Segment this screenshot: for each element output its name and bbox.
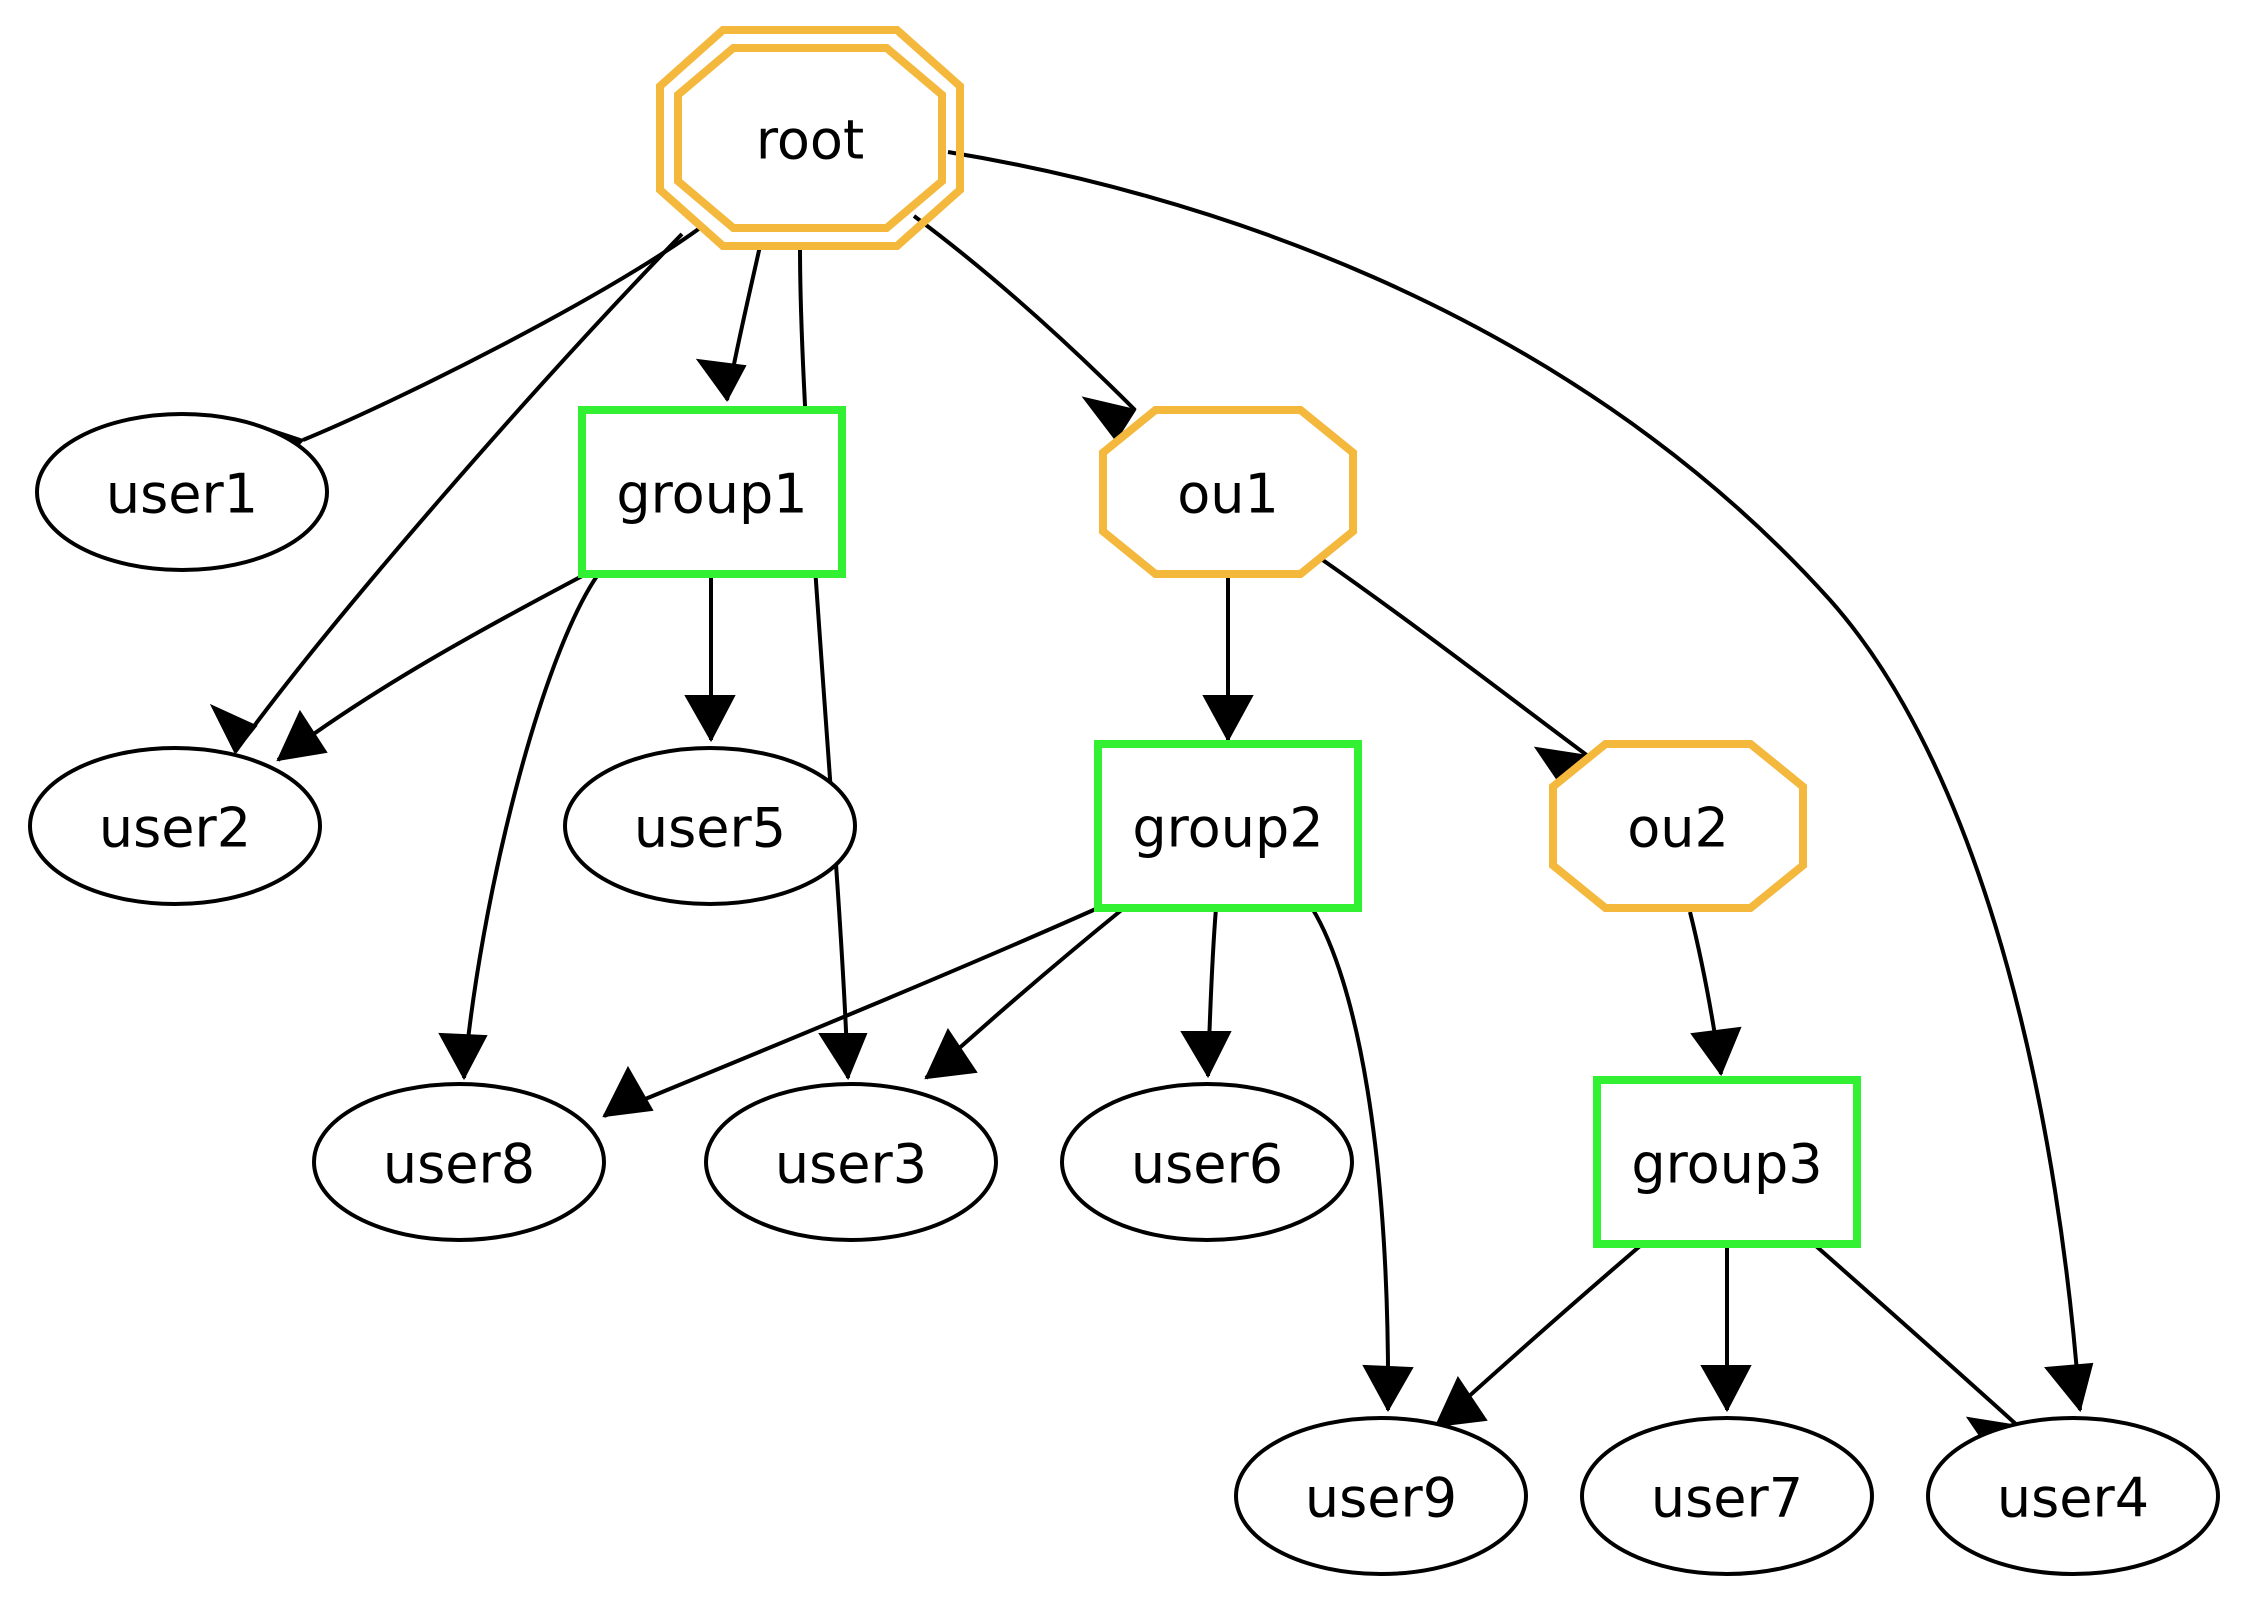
node-label-user3: user3 [775, 1133, 927, 1196]
node-label-group1: group1 [616, 463, 807, 526]
node-shape-octagon[interactable] [1549, 740, 1807, 912]
node-label-group3: group3 [1631, 1133, 1822, 1196]
node-user2[interactable]: user2 [28, 746, 322, 906]
edge-root-to-user4 [947, 150, 2094, 1413]
edge-root-to-user2 [209, 232, 684, 754]
node-shape-ellipse[interactable] [312, 1082, 606, 1242]
node-shape-ellipse[interactable] [35, 412, 329, 572]
node-shape-ellipse[interactable] [563, 746, 857, 906]
edge-line [798, 247, 850, 1079]
edge-line [233, 232, 684, 754]
edge-line [1814, 1244, 2020, 1428]
node-group3[interactable]: group3 [1593, 1076, 1861, 1248]
node-label-root: root [756, 109, 864, 172]
node-shape-ellipse[interactable] [704, 1082, 998, 1242]
edge-ou2-to-group3 [1688, 911, 1742, 1077]
node-shape-box[interactable] [1094, 740, 1362, 912]
edge-line [276, 572, 587, 762]
node-label-user2: user2 [99, 797, 251, 860]
arrowhead-icon [1081, 396, 1137, 442]
node-label-user6: user6 [1131, 1133, 1283, 1196]
edge-group1-to-user2 [276, 572, 587, 762]
nodes-layer: root user1 group1 ou1 user2 user5 group2 ou2 use… [28, 26, 2220, 1576]
arrowhead-icon [818, 1033, 868, 1081]
edge-line [912, 214, 1137, 412]
node-user7[interactable]: user7 [1580, 1416, 1874, 1576]
node-ou1[interactable]: ou1 [1099, 406, 1357, 578]
arrowhead-icon [1700, 1365, 1752, 1413]
node-label-ou2: ou2 [1627, 797, 1729, 860]
edge-root-to-ou1 [912, 214, 1137, 442]
arrowhead-icon [1180, 1031, 1232, 1079]
node-shape-box[interactable] [578, 406, 846, 578]
edge-group1-to-user8 [438, 574, 599, 1081]
arrowhead-icon [2044, 1362, 2094, 1413]
edge-group3-to-user9 [1434, 1244, 1642, 1428]
node-user5[interactable]: user5 [563, 746, 857, 906]
edge-root-to-user3 [798, 247, 868, 1081]
node-user4[interactable]: user4 [1926, 1416, 2220, 1576]
edge-line [603, 906, 1099, 1118]
edge-line [1310, 906, 1391, 1411]
node-shape-ellipse[interactable] [1926, 1416, 2220, 1576]
node-shape-octagon[interactable] [1099, 406, 1357, 578]
edge-group2-to-user3 [924, 906, 1126, 1080]
node-group2[interactable]: group2 [1094, 740, 1362, 912]
node-shape-ellipse[interactable] [1060, 1082, 1354, 1242]
arrowhead-icon [1690, 1026, 1742, 1077]
arrowhead-icon [924, 1027, 978, 1080]
arrowhead-icon [276, 709, 328, 762]
edge-line [1315, 554, 1590, 758]
edge-group3-to-user4 [1814, 1244, 2020, 1464]
node-shape-octagon-outer [656, 26, 964, 250]
arrowhead-icon [1434, 1375, 1488, 1428]
edge-group2-to-user8 [602, 906, 1099, 1118]
node-user3[interactable]: user3 [704, 1082, 998, 1242]
edge-group1-to-user5 [684, 578, 736, 743]
node-root[interactable]: root [656, 26, 964, 250]
node-shape-box[interactable] [1593, 1076, 1861, 1248]
edge-line [302, 226, 702, 442]
arrowhead-icon [1362, 1364, 1414, 1413]
arrowhead-icon [438, 1032, 488, 1081]
edge-line [947, 150, 2082, 1411]
edges-layer [209, 150, 2094, 1464]
node-label-user1: user1 [106, 463, 258, 526]
node-label-group2: group2 [1132, 797, 1323, 860]
edge-group3-to-user7 [1700, 1248, 1752, 1413]
node-shape-octagon-inner[interactable] [674, 44, 946, 232]
edge-root-to-group1 [695, 245, 762, 402]
node-shape-ellipse[interactable] [1580, 1416, 1874, 1576]
node-ou2[interactable]: ou2 [1549, 740, 1807, 912]
node-user8[interactable]: user8 [312, 1082, 606, 1242]
edge-ou1-to-group2 [1202, 577, 1254, 743]
edge-line [462, 574, 599, 1079]
node-label-user8: user8 [383, 1133, 535, 1196]
arrowhead-icon [209, 703, 258, 754]
node-shape-ellipse[interactable] [1234, 1416, 1528, 1576]
arrowhead-icon [602, 1065, 654, 1118]
node-user6[interactable]: user6 [1060, 1082, 1354, 1242]
arrowhead-icon [695, 358, 747, 402]
node-label-user7: user7 [1651, 1467, 1803, 1530]
edge-group2-to-user6 [1180, 907, 1232, 1079]
node-label-user4: user4 [1997, 1467, 2149, 1530]
node-user9[interactable]: user9 [1234, 1416, 1528, 1576]
node-label-ou1: ou1 [1177, 463, 1279, 526]
node-label-user9: user9 [1305, 1467, 1457, 1530]
node-shape-ellipse[interactable] [28, 746, 322, 906]
arrowhead-icon [684, 695, 736, 743]
node-group1[interactable]: group1 [578, 406, 846, 578]
arrowhead-icon [1202, 695, 1254, 743]
edge-group2-to-user9 [1310, 906, 1414, 1413]
node-user1[interactable]: user1 [35, 412, 329, 572]
node-label-user5: user5 [634, 797, 786, 860]
